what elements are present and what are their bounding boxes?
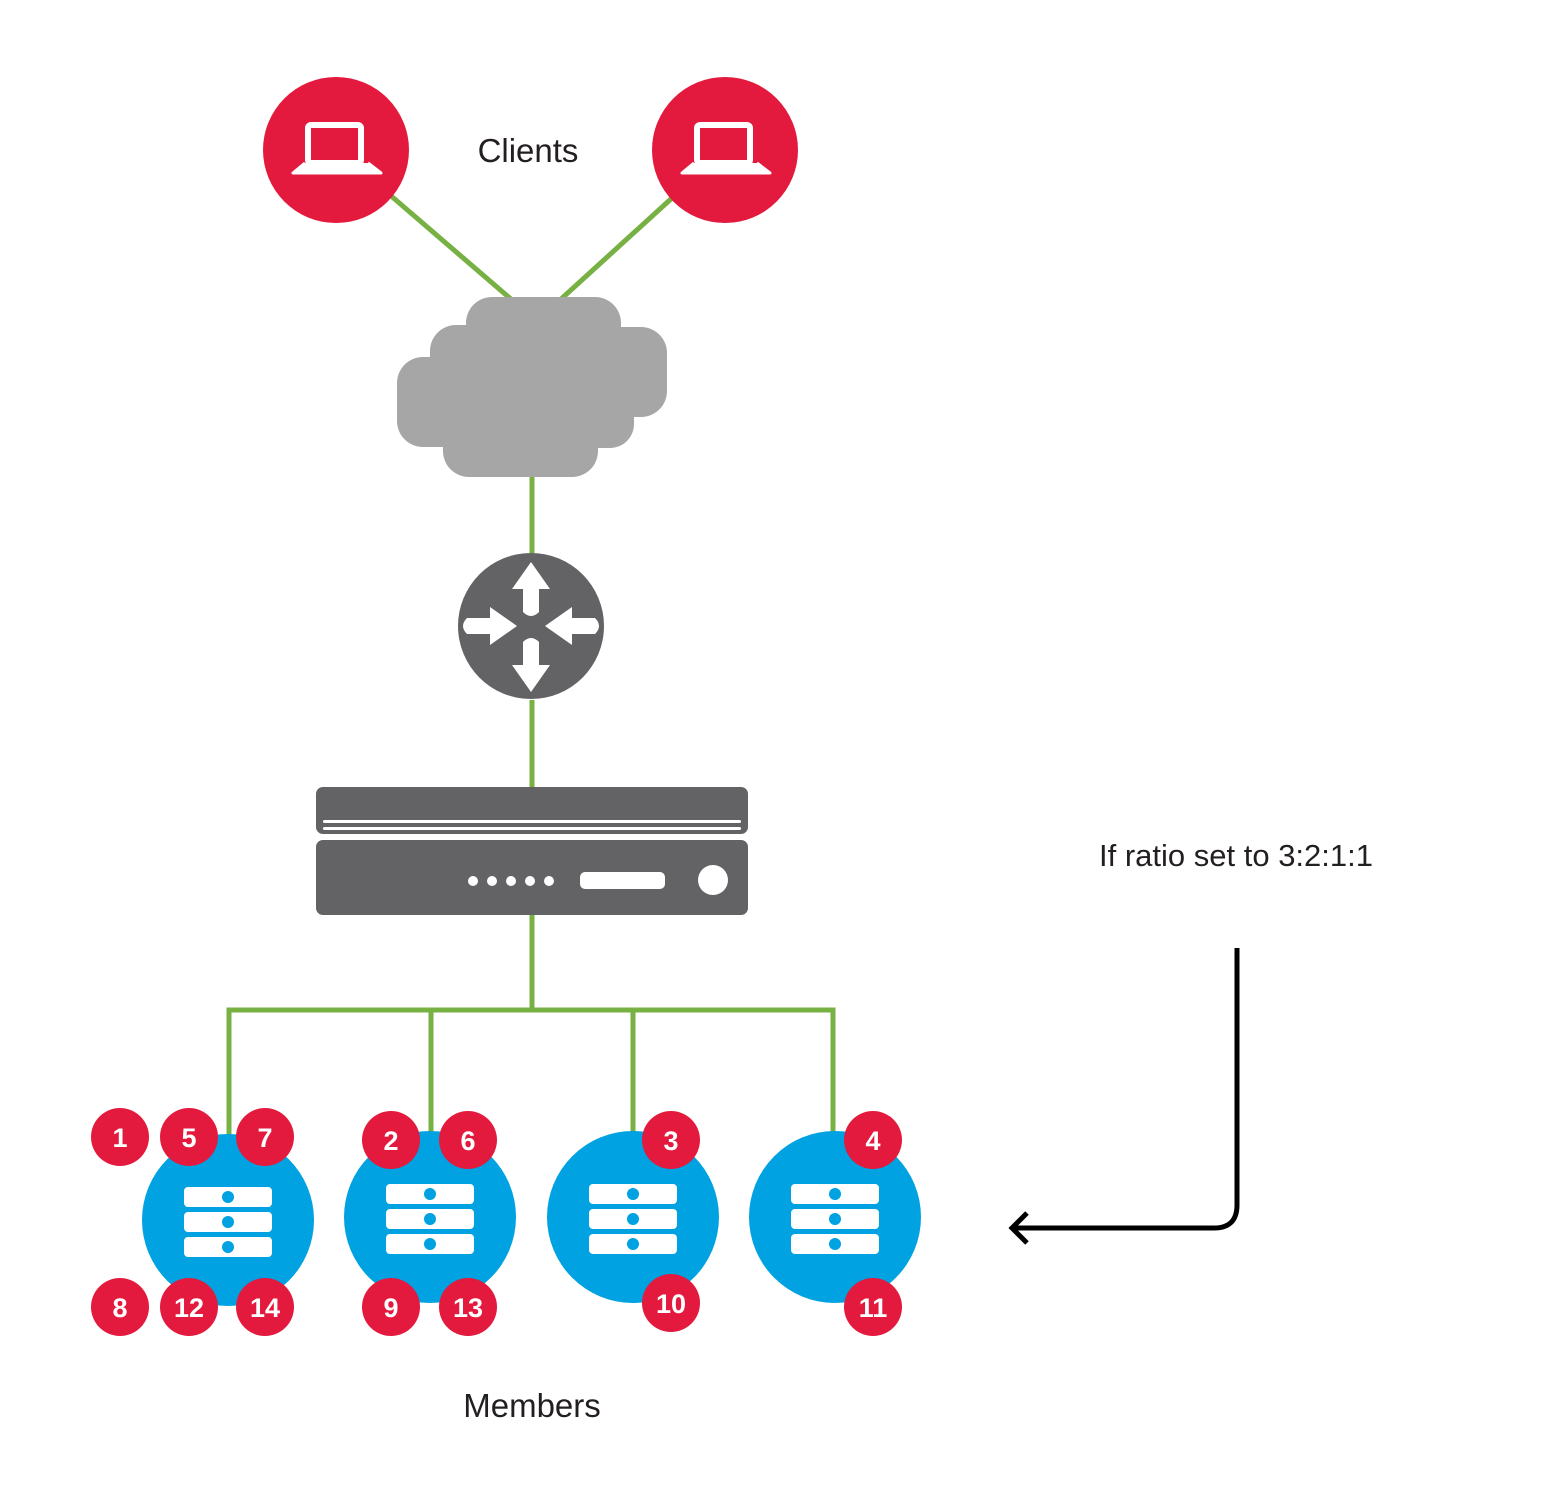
server-stack-icon bbox=[386, 1184, 474, 1254]
member-2[interactable] bbox=[344, 1131, 516, 1303]
request-badge: 14 bbox=[236, 1278, 294, 1336]
server-stack-icon bbox=[184, 1187, 272, 1257]
request-number: 12 bbox=[174, 1293, 204, 1323]
request-number: 9 bbox=[383, 1293, 398, 1323]
member-1[interactable] bbox=[142, 1134, 314, 1306]
request-badge: 9 bbox=[362, 1278, 420, 1336]
request-number: 13 bbox=[453, 1293, 483, 1323]
request-badge: 4 bbox=[844, 1111, 902, 1169]
server-stack-icon bbox=[791, 1184, 879, 1254]
client-1[interactable] bbox=[263, 77, 409, 223]
request-number: 14 bbox=[250, 1293, 280, 1323]
request-badge: 13 bbox=[439, 1278, 497, 1336]
laptop-icon bbox=[680, 122, 772, 175]
link-client1-cloud bbox=[388, 193, 514, 302]
request-badge: 2 bbox=[362, 1111, 420, 1169]
request-number: 6 bbox=[460, 1126, 475, 1156]
request-number: 1 bbox=[112, 1123, 127, 1153]
router[interactable] bbox=[458, 553, 604, 699]
display-slot bbox=[580, 872, 665, 889]
ratio-note: If ratio set to 3:2:1:1 bbox=[1099, 838, 1373, 873]
server-stack-icon bbox=[589, 1184, 677, 1254]
laptop-icon bbox=[291, 122, 383, 175]
request-number: 7 bbox=[257, 1123, 272, 1153]
request-number: 11 bbox=[859, 1293, 888, 1323]
members-label: Members bbox=[463, 1387, 601, 1424]
arrow-to-members bbox=[1012, 948, 1240, 1231]
request-badge: 3 bbox=[642, 1111, 700, 1169]
clients-label: Clients bbox=[478, 132, 579, 169]
client-2[interactable] bbox=[652, 77, 798, 223]
request-badge: 8 bbox=[91, 1278, 149, 1336]
link-bus bbox=[226, 1007, 836, 1140]
request-number: 3 bbox=[663, 1126, 678, 1156]
request-number: 5 bbox=[181, 1123, 196, 1153]
request-badge: 12 bbox=[160, 1278, 218, 1336]
request-number: 4 bbox=[865, 1126, 880, 1156]
links bbox=[226, 193, 836, 1140]
request-number: 2 bbox=[383, 1126, 398, 1156]
request-badge: 11 bbox=[844, 1278, 902, 1336]
members: 1 5 7 8 12 14 2 6 9 13 3 10 4 11 bbox=[91, 1108, 921, 1336]
arrow-head-icon bbox=[1008, 1211, 1029, 1245]
request-badge: 1 bbox=[91, 1108, 149, 1166]
request-badge: 10 bbox=[642, 1274, 700, 1332]
router-arrows-icon bbox=[463, 562, 599, 692]
request-number: 8 bbox=[112, 1293, 127, 1323]
status-leds bbox=[468, 876, 554, 886]
request-badge: 7 bbox=[236, 1108, 294, 1166]
member-3[interactable] bbox=[547, 1131, 719, 1303]
link-client2-cloud bbox=[558, 196, 674, 302]
power-button bbox=[698, 865, 728, 895]
member-4[interactable] bbox=[749, 1131, 921, 1303]
load-balancer-appliance[interactable] bbox=[316, 787, 748, 915]
request-badge: 6 bbox=[439, 1111, 497, 1169]
request-number: 10 bbox=[656, 1289, 686, 1319]
cloud-icon bbox=[397, 297, 667, 477]
request-badge: 5 bbox=[160, 1108, 218, 1166]
